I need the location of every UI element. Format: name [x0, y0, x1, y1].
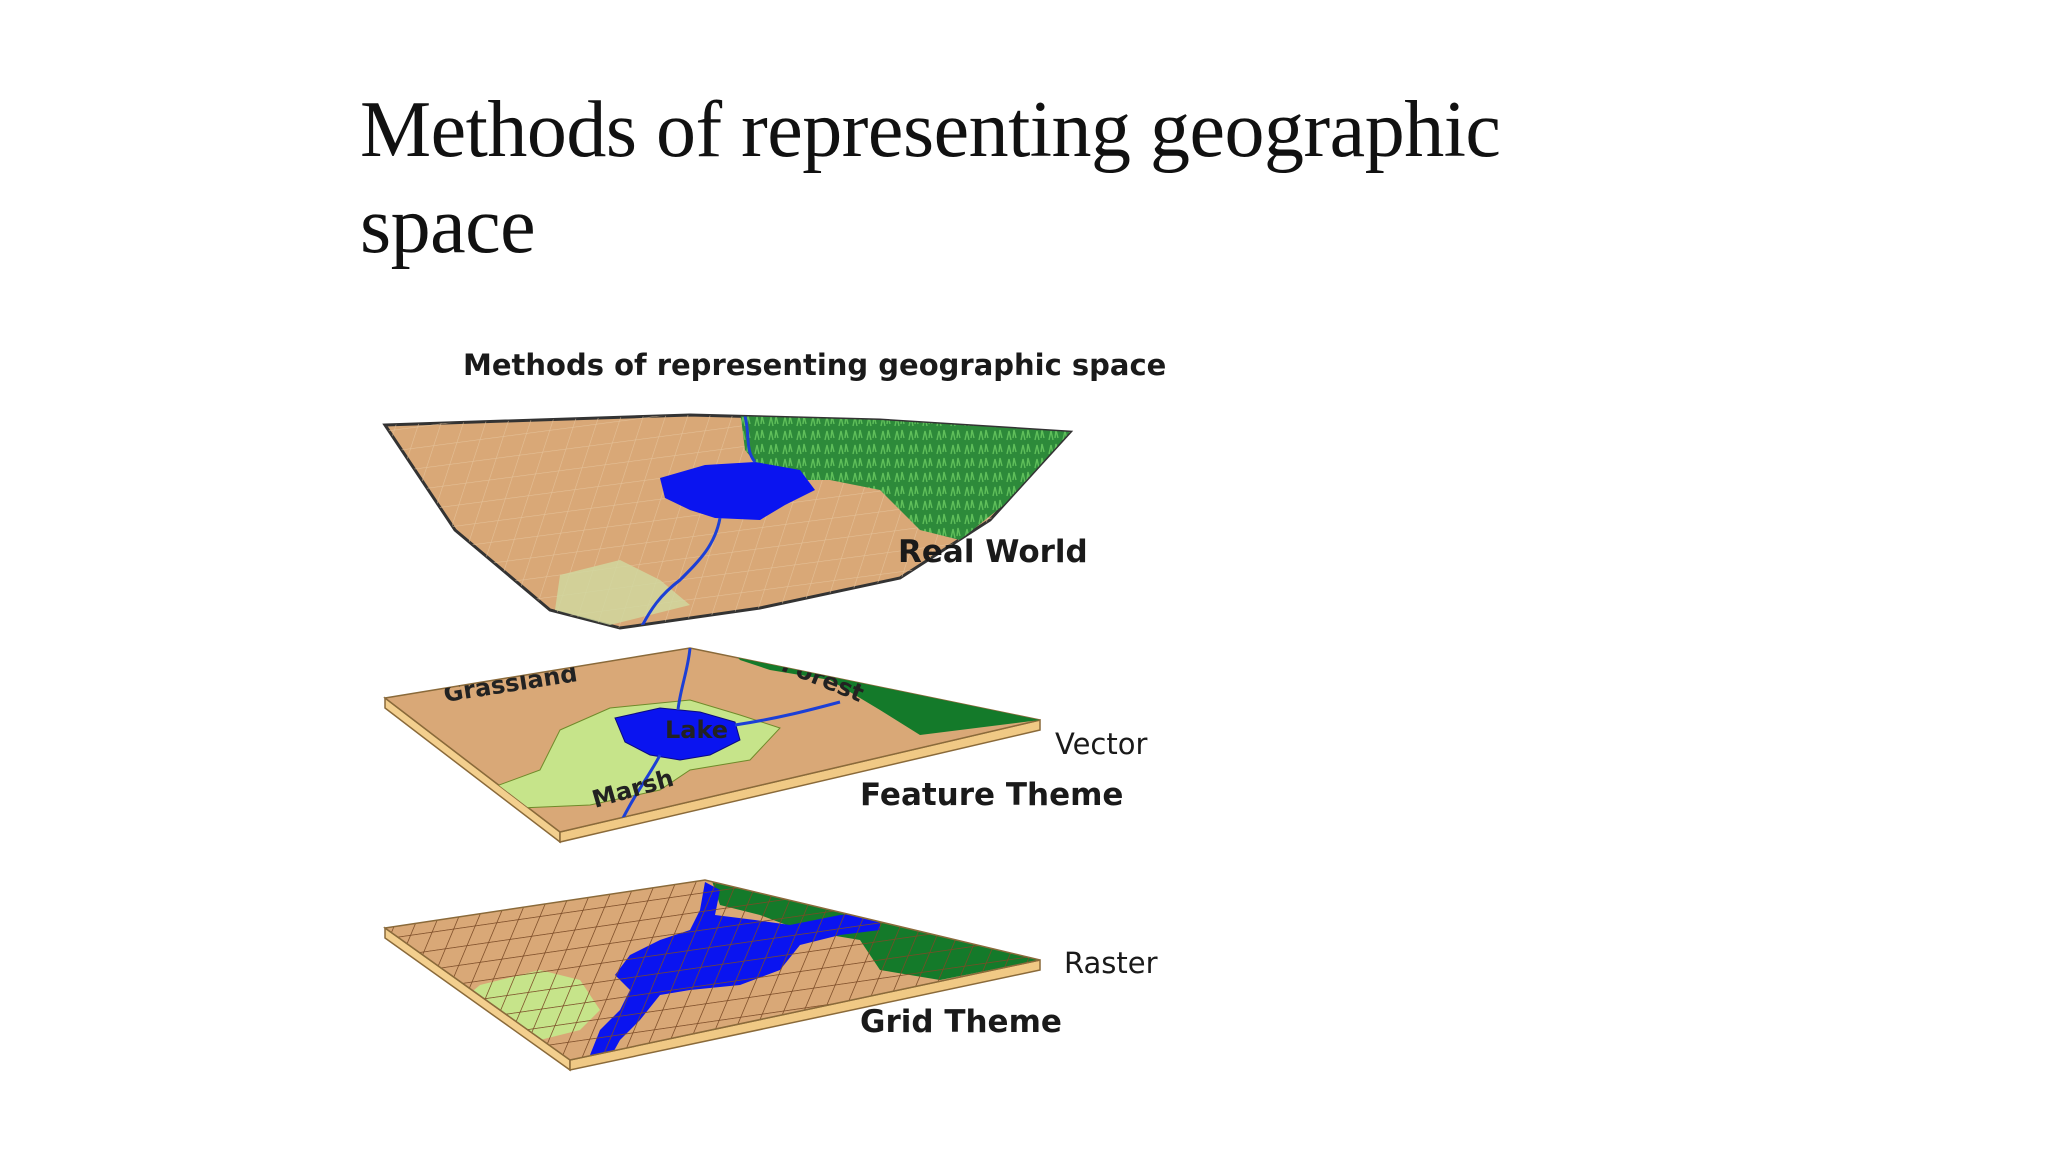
river-real-2 [743, 415, 757, 463]
lake-vector [614, 707, 741, 761]
slide-title-line-2: space [360, 182, 536, 270]
raster-layer: Raster Grid Theme [383, 879, 1158, 1072]
grass-patches [555, 560, 690, 625]
figure-title: Methods of representing geographic space [463, 348, 1166, 382]
feature-theme-label: Feature Theme [860, 777, 1123, 813]
river-real [638, 517, 722, 628]
raster-label: Raster [1064, 946, 1158, 980]
vector-layer: Grassland Forest Lake Marsh Vector Featu… [383, 647, 1147, 844]
forest-area [740, 415, 1070, 540]
vector-label: Vector [1055, 727, 1147, 761]
geographic-space-diagram: Methods of representing geographic space… [360, 330, 1220, 1110]
slide-title-line-1: Methods of representing geographic [360, 86, 1501, 174]
grid-theme-label: Grid Theme [860, 1004, 1062, 1040]
real-world-label: Real World [898, 534, 1088, 570]
lake-map-label: Lake [665, 716, 728, 744]
real-world-layer: Real World [382, 413, 1088, 630]
lake-real [660, 462, 815, 520]
diagram-svg: Methods of representing geographic space… [382, 348, 1166, 1072]
slide-title: Methods of representing geographic space [360, 82, 1760, 274]
